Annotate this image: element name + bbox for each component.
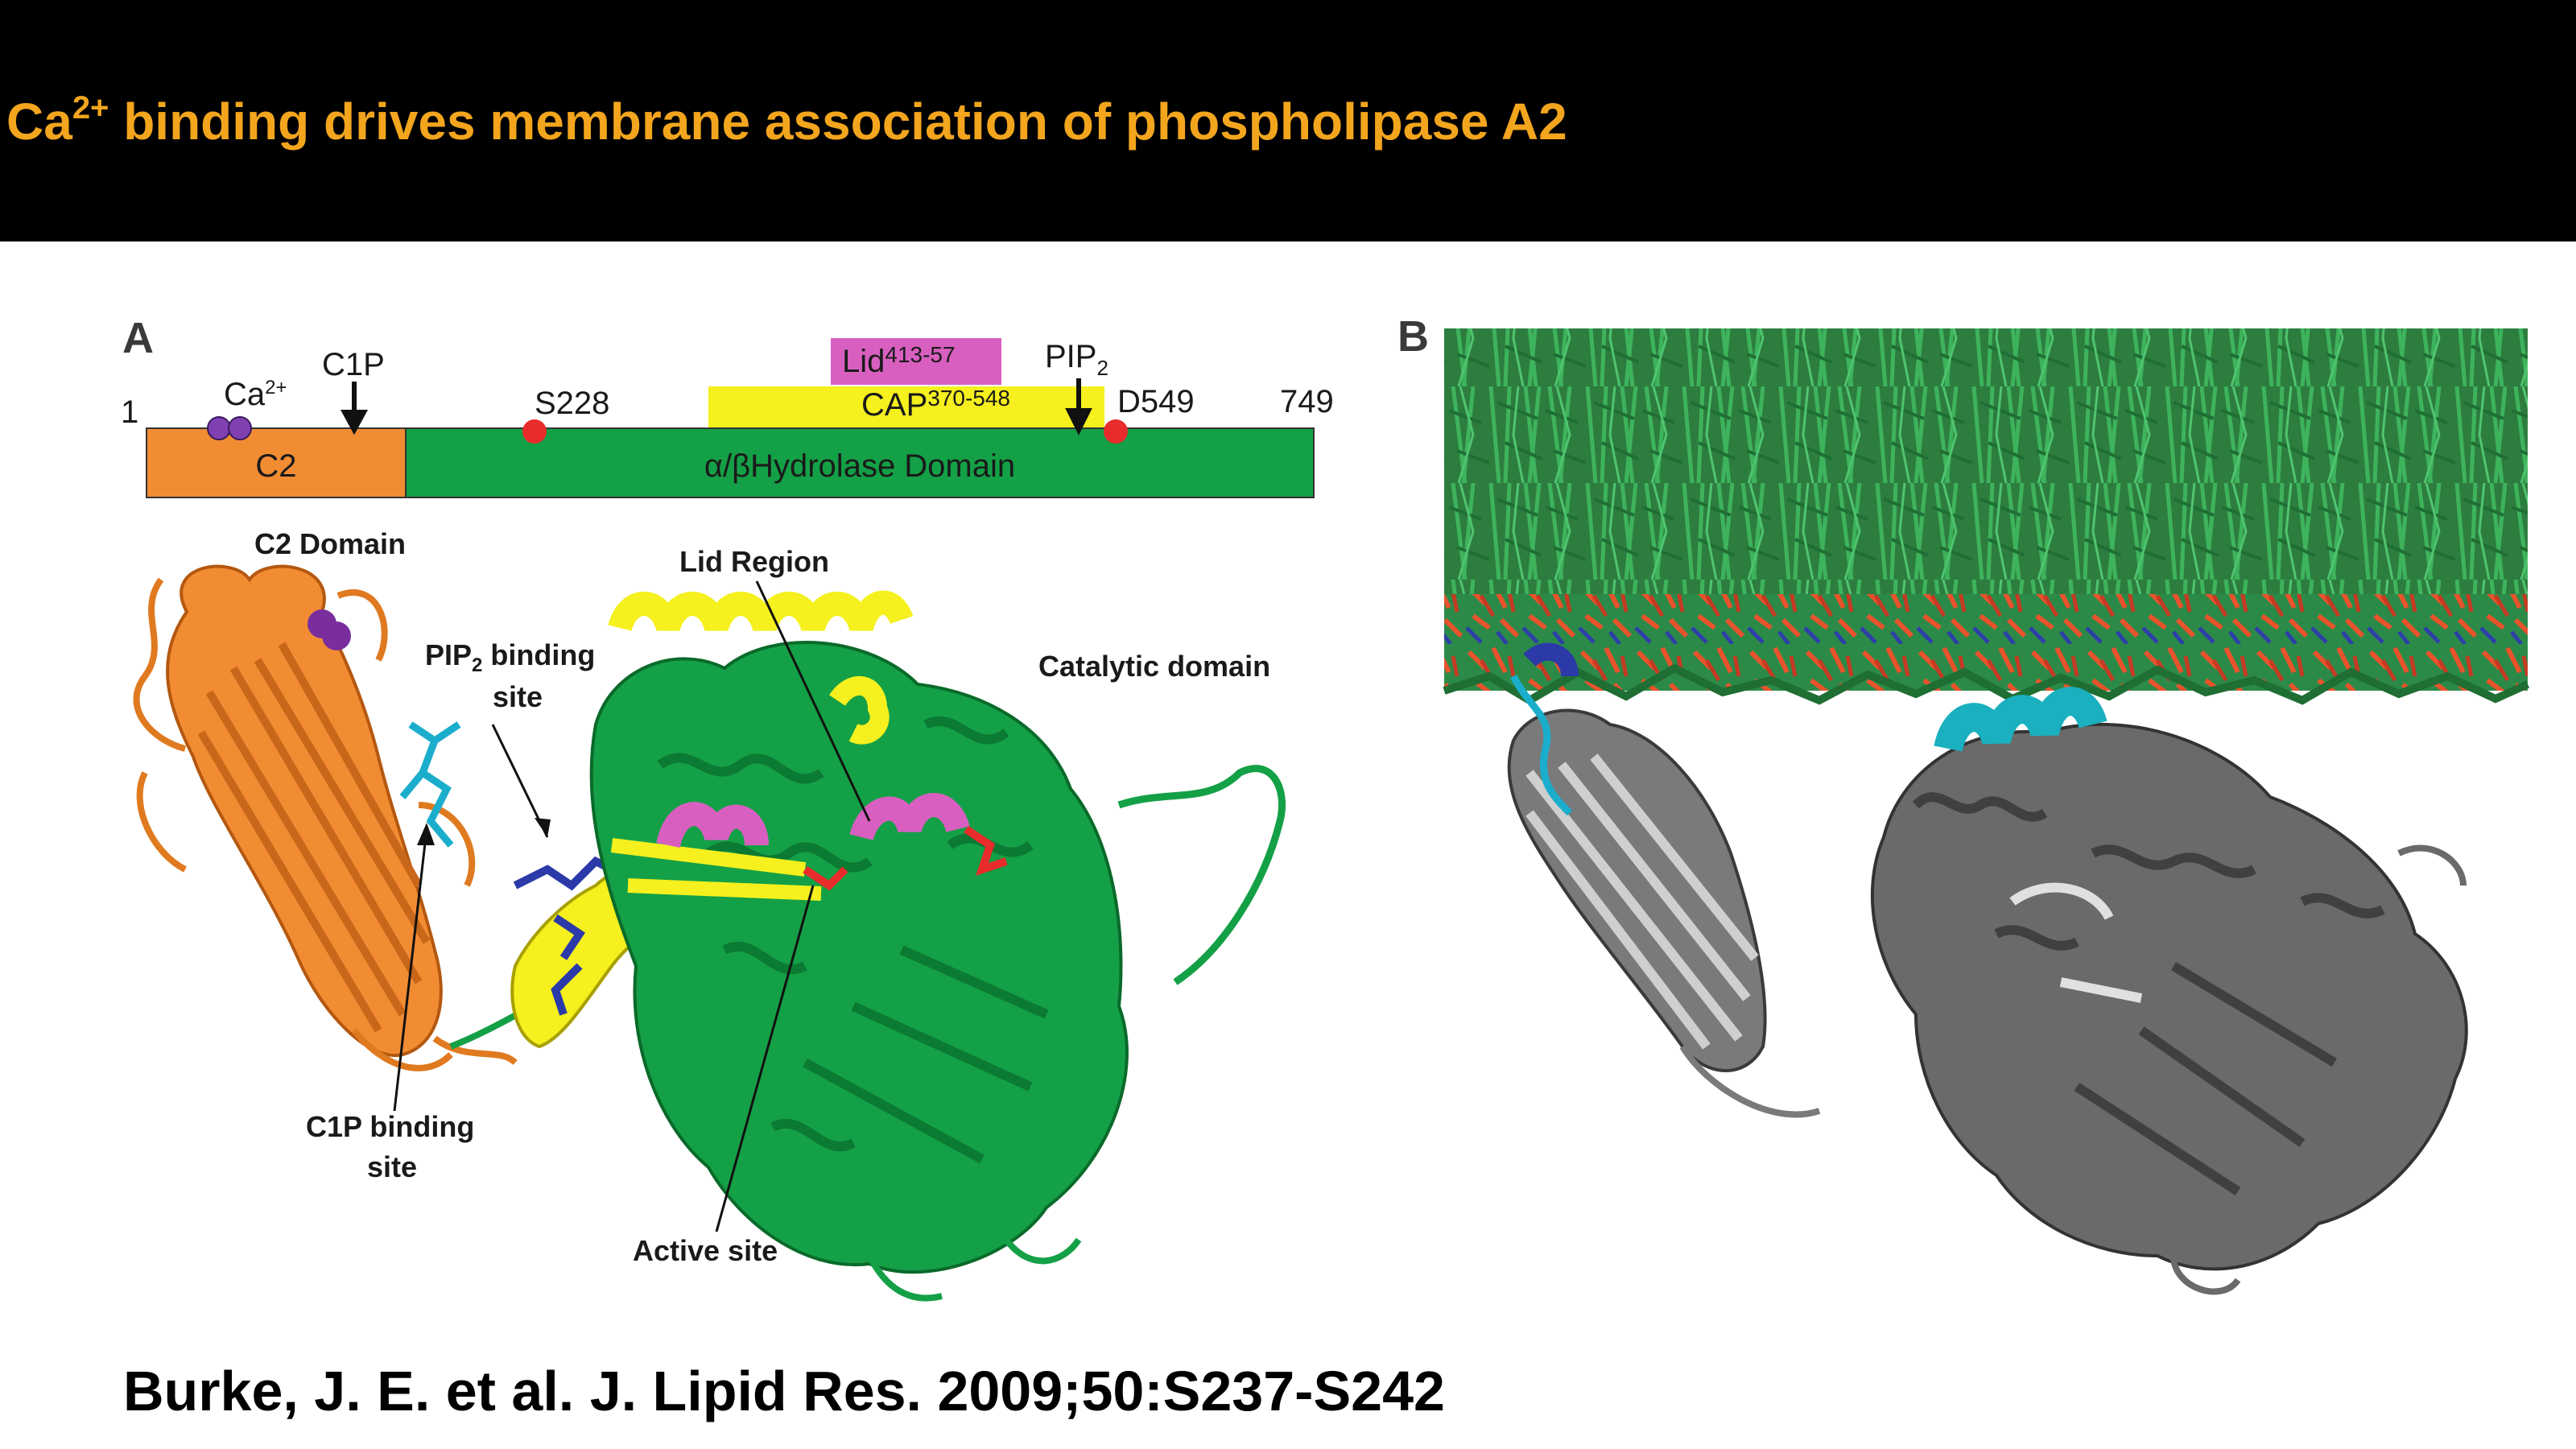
membrane-insertion-loop bbox=[1509, 674, 1573, 816]
d549-label: D549 bbox=[1117, 384, 1195, 419]
lid-label: Lid413-57 bbox=[842, 342, 956, 379]
calcium-ion-sphere bbox=[322, 621, 351, 650]
panel-b-letter: B bbox=[1397, 312, 1429, 361]
c1p-site-label-line1: C1P binding bbox=[306, 1110, 474, 1143]
panel-b: B bbox=[1397, 312, 2530, 1295]
pip2-site-label-line2: site bbox=[493, 680, 543, 713]
c2-domain-label: C2 Domain bbox=[254, 527, 406, 560]
membrane-lipid-tails bbox=[1444, 328, 2528, 594]
pip2-arrow bbox=[1065, 378, 1092, 436]
slide-title: Ca2+ binding drives membrane association… bbox=[6, 90, 1567, 151]
title-superscript: 2+ bbox=[72, 90, 109, 126]
panel-a: A C2 α/βHydrolase Domain 1 749 Ca2+ C1P … bbox=[121, 314, 1334, 1302]
catalytic-domain-label: Catalytic domain bbox=[1038, 650, 1270, 683]
s228-marker bbox=[522, 419, 547, 444]
c1p-site-pointer bbox=[393, 828, 428, 1112]
hydrolase-segment-label: α/βHydrolase Domain bbox=[704, 448, 1015, 484]
s228-label: S228 bbox=[535, 386, 609, 421]
c1p-site-label-line2: site bbox=[367, 1150, 417, 1183]
calcium-ion-marker bbox=[207, 416, 231, 440]
active-site-residues bbox=[803, 825, 1008, 891]
lid-region-box bbox=[831, 338, 1001, 385]
lid-region-label: Lid Region bbox=[679, 545, 829, 578]
membrane-binding-helix bbox=[1934, 687, 2107, 753]
c1p-label: C1P bbox=[322, 347, 385, 382]
panel-a-letter: A bbox=[122, 314, 154, 362]
gray-catalytic-domain bbox=[1870, 687, 2468, 1295]
gray-c2-domain bbox=[1507, 642, 1821, 1118]
calcium-ion-marker bbox=[228, 416, 252, 440]
figure: A C2 α/βHydrolase Domain 1 749 Ca2+ C1P … bbox=[121, 312, 2530, 1302]
citation: Burke, J. E. et al. J. Lipid Res. 2009;5… bbox=[123, 1360, 1445, 1422]
pip2-site-arrowhead bbox=[535, 818, 551, 837]
membrane-lower-edge bbox=[1443, 663, 2530, 705]
hydrolase-segment bbox=[405, 427, 1315, 498]
c2-domain-structure bbox=[133, 564, 518, 1071]
c1p-residue bbox=[399, 721, 461, 848]
domain-bar: C2 α/βHydrolase Domain 1 749 Ca2+ C1P S2… bbox=[121, 338, 1334, 498]
c1p-site-arrowhead bbox=[417, 823, 435, 845]
pip2-label: PIP2 bbox=[1045, 339, 1108, 380]
cap-label: CAP370-548 bbox=[861, 386, 1010, 423]
calcium-label: Ca2+ bbox=[224, 377, 287, 412]
residue-start-label: 1 bbox=[121, 394, 138, 430]
c1p-arrow bbox=[340, 382, 369, 436]
d549-marker bbox=[1104, 419, 1128, 444]
lid-cap-helices bbox=[608, 590, 914, 632]
residue-end-label: 749 bbox=[1280, 384, 1334, 419]
active-site-label: Active site bbox=[633, 1234, 778, 1267]
active-site-pointer bbox=[715, 885, 815, 1232]
catalytic-domain-structure bbox=[589, 590, 1286, 1302]
c2-segment-label: C2 bbox=[255, 448, 296, 484]
c2-segment bbox=[146, 427, 407, 498]
lid-region-pointer bbox=[755, 580, 871, 822]
cap-region bbox=[708, 386, 1104, 428]
pip2-site-label: PIP2 binding bbox=[425, 638, 595, 676]
lid-magenta-helices bbox=[656, 802, 769, 848]
title-bar: Ca2+ binding drives membrane association… bbox=[0, 0, 2576, 242]
